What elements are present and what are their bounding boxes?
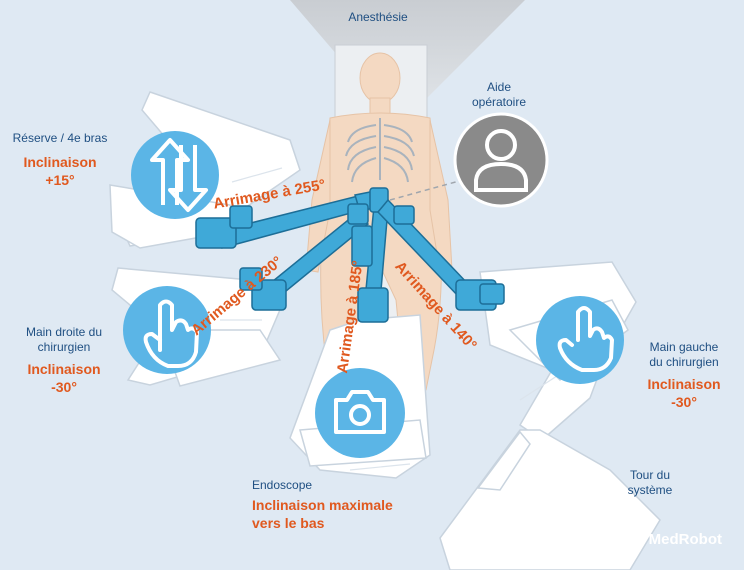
tower-line1: Tour du [629,468,671,482]
endoscope-icon-circle [315,368,405,458]
robot-arm-185 [351,187,389,323]
right-hand-line2: chirurgien [37,340,91,354]
assistant-icon-circle [453,112,549,208]
endoscope-tilt-line1: Inclinaison maximale [252,497,393,513]
anesthesia-label: Anesthésie [348,10,408,24]
assistant-label-line1: Aide [486,80,512,94]
endoscope-name: Endoscope [252,478,313,492]
left-hand-label: Main gauche du chirurgien Inclinaison -3… [628,340,740,411]
camera-icon [334,390,386,434]
robot-arm-140 [376,198,505,311]
pointing-hand-icon [557,306,614,372]
right-tilt-line2: -30° [51,378,77,395]
endoscope-tilt-line2: vers le bas [252,514,325,531]
robot-arm-230 [239,203,370,311]
endoscope-label: Endoscope Inclinaison maximale vers le b… [252,478,432,532]
watermark: MedRobot [648,531,722,548]
reserve-name: Réserve / 4e bras [12,131,108,145]
right-hand-label: Main droite du chirurgien Inclinaison -3… [4,325,124,396]
ribcage [345,118,415,183]
right-hand-line1: Main droite du [25,325,103,339]
assistant-label-line2: opératoire [471,95,527,109]
tower-label: Tour du système [600,468,700,498]
left-hand-icon-circle [536,296,624,384]
cart-lines [220,167,561,471]
left-tilt-line2: -30° [671,393,697,410]
reserve-icon-circle [131,131,219,219]
assistant-label: Aide opératoire [444,80,554,110]
tower-line2: système [627,483,673,497]
left-hand-line2: du chirurgien [649,355,719,369]
robot-arms [195,187,505,323]
assistant-sightline [389,177,471,201]
right-tilt-line1: Inclinaison [27,361,101,377]
swap-arrows-icon [150,138,208,212]
pointing-hand-icon [143,299,199,368]
person-icon [474,129,528,192]
right-hand-icon-circle [123,286,211,374]
left-tilt-line1: Inclinaison [647,376,721,392]
reserve-tilt-line2: +15° [45,171,75,188]
left-hand-line1: Main gauche [649,340,719,354]
reserve-tilt-line1: Inclinaison [23,154,97,170]
reserve-label: Réserve / 4e bras Inclinaison +15° [0,131,120,189]
